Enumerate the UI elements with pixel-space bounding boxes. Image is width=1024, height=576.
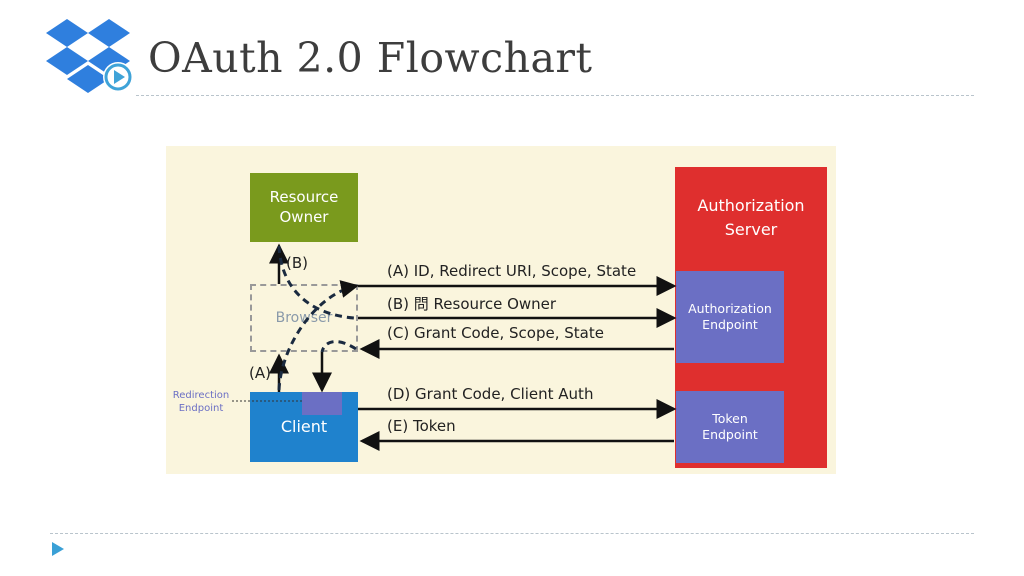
token-endpoint-box: Token Endpoint <box>676 391 784 463</box>
authorization-endpoint-box: Authorization Endpoint <box>676 271 784 363</box>
label-arrow-d: (D) Grant Code, Client Auth <box>387 385 594 403</box>
label-arrow-b: (B) 問 Resource Owner <box>387 295 557 313</box>
title-divider <box>136 95 974 96</box>
footer-divider <box>50 533 974 534</box>
triangle-bullet-icon <box>50 541 66 557</box>
label-arrow-c: (C) Grant Code, Scope, State <box>387 324 604 342</box>
dashed-curve-c <box>320 340 357 353</box>
page-title: OAuth 2.0 Flowchart <box>148 34 593 82</box>
resource-owner-box: Resource Owner <box>250 173 358 242</box>
flow-arrows <box>232 243 677 451</box>
label-arrow-a: (A) ID, Redirect URI, Scope, State <box>387 262 637 280</box>
oauth-flow-diagram: Authorization Server Authorization Endpo… <box>166 146 836 474</box>
redirection-endpoint-box <box>302 392 342 415</box>
label-a-left: (A) <box>249 364 271 382</box>
redirection-endpoint-label: Redirection Endpoint <box>172 390 230 414</box>
dashed-curve-a <box>277 280 359 391</box>
browser-box: Browser <box>250 284 358 352</box>
label-b-left: (B) <box>286 254 308 272</box>
authorization-server-label: Authorization Server <box>697 196 805 239</box>
dropbox-logo-icon <box>44 10 136 96</box>
label-arrow-e: (E) Token <box>387 417 456 435</box>
dashed-curve-b <box>277 245 355 320</box>
